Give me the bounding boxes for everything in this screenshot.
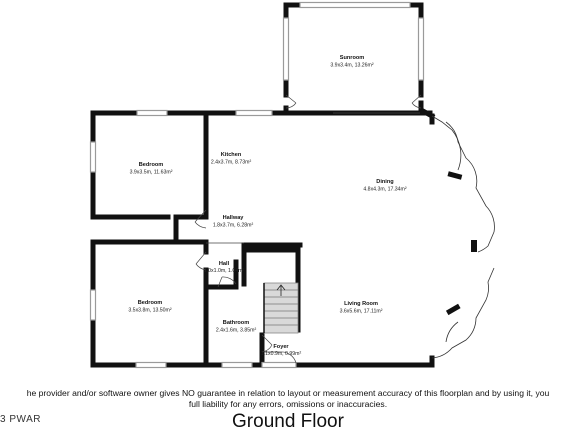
- sunroom-dims: 3.9x3.4m, 13.26m²: [330, 63, 374, 69]
- hall-dims: 1.0x1.0m, 1.04m²: [204, 268, 245, 274]
- floor-title: Ground Floor: [232, 411, 344, 432]
- hallway-name: Hallway: [223, 215, 245, 221]
- bifold-doors: [431, 115, 495, 359]
- bedroom1-window-left: [89, 141, 97, 173]
- bedroom2-window-left: [89, 289, 97, 321]
- foyer-name: Foyer: [273, 344, 289, 350]
- watermark: 3 PWAR: [0, 414, 41, 425]
- windows: [89, 1, 425, 369]
- dining-dims: 4.8x4.3m, 17.34m²: [363, 187, 407, 193]
- bedroom1-dims: 3.9x3.5m, 11.63m²: [130, 170, 173, 176]
- bifold-pillars: [445, 171, 477, 316]
- disclaimer: he provider and/or software owner gives …: [0, 388, 576, 409]
- disclaimer-line-2: full liability for any errors, omissions…: [188, 398, 388, 409]
- kitchen-name: Kitchen: [221, 152, 242, 158]
- hallway-door: [194, 209, 207, 229]
- sunroom-door-left: [285, 94, 297, 109]
- hall-door-lower: [217, 276, 237, 288]
- room-labels: Sunroom 3.9x3.4m, 13.26m² Kitchen 2.4x3.…: [128, 55, 407, 357]
- foyer-dims: 1.1x0.9m, 0.99m²: [261, 351, 302, 357]
- dining-name: Dining: [376, 179, 394, 185]
- bathroom-window-bottom: [221, 361, 253, 369]
- staircase: [263, 282, 299, 334]
- bathroom-dims: 2.4x1.6m, 3.85m²: [216, 328, 257, 334]
- hall-name: Hall: [219, 261, 230, 267]
- bedroom1-name: Bedroom: [139, 162, 164, 168]
- stair-arrow-icon: [276, 284, 286, 296]
- kitchen-dims: 2.4x3.7m, 8.73m²: [211, 160, 252, 166]
- bedroom2-name: Bedroom: [138, 300, 163, 306]
- bedroom1-window-top: [136, 109, 168, 117]
- doors: [194, 94, 422, 364]
- living-dims: 3.6x5.6m, 17.11m²: [340, 309, 383, 315]
- sunroom-door-right: [411, 94, 422, 109]
- foyer-door: [264, 351, 297, 364]
- sunroom-window-left: [282, 17, 290, 81]
- living-window-bottom: [261, 361, 297, 369]
- kitchen-window-top: [235, 109, 273, 117]
- hall-walls: [203, 239, 239, 368]
- disclaimer-line-1: he provider and/or software owner gives …: [26, 388, 550, 398]
- bathroom-door: [261, 334, 273, 353]
- sunroom-walls: [283, 2, 424, 98]
- hall-door: [195, 251, 207, 271]
- interior-lines: [206, 112, 420, 244]
- bedroom2-window-bottom: [135, 361, 167, 369]
- sunroom-window-top: [299, 1, 411, 9]
- bedroom2-dims: 3.5x3.8m, 13.50m²: [128, 308, 172, 314]
- living-name: Living Room: [344, 301, 378, 307]
- bedroom2-walls: [90, 239, 209, 368]
- sunroom-window-right: [417, 17, 425, 81]
- hallway-dims: 1.8x3.7m, 6.28m²: [213, 223, 254, 229]
- bedroom1-walls: [90, 110, 209, 241]
- sunroom-name: Sunroom: [340, 55, 365, 61]
- bathroom-walls: [203, 332, 265, 368]
- bathroom-name: Bathroom: [223, 320, 249, 326]
